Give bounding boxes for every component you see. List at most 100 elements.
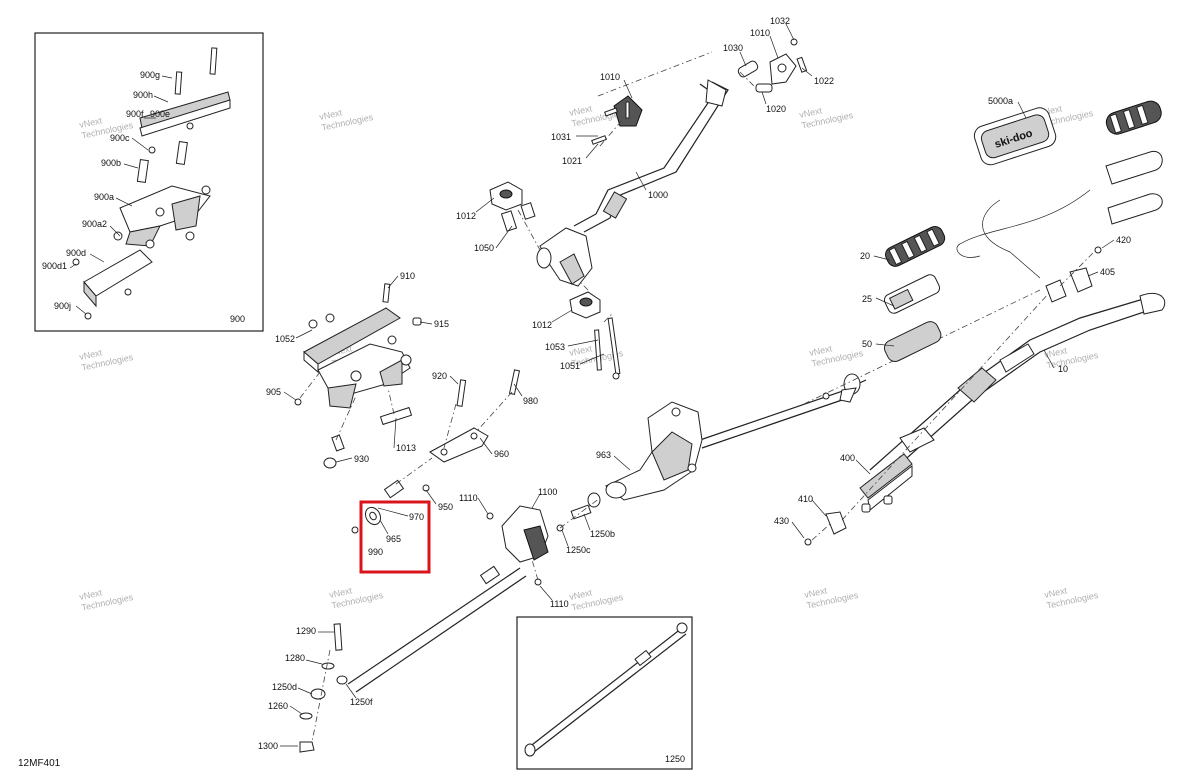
part-label: 1031 [551,132,571,142]
inset-1250-parts [524,622,688,757]
bolts-and-plate-960 [383,369,521,499]
part-label: 963 [596,450,611,460]
svg-text:vNext: vNext [78,587,103,602]
part-label: 1110 [459,493,478,503]
part-label: 410 [798,494,813,504]
part-label: 1300 [258,741,278,751]
svg-text:vNext: vNext [318,107,343,122]
part-label: 900f [126,109,144,119]
part-label: 915 [434,319,449,329]
part-label: 1010 [600,72,620,82]
part-label: 950 [438,502,453,512]
part-label: 900j [54,301,71,311]
part-label: 1280 [285,653,305,663]
part-label: 900h [133,90,153,100]
part-label: 905 [266,387,281,397]
inset-900-parts [72,47,231,320]
part-label: 910 [400,271,415,281]
inset-box-900 [34,32,264,332]
part-labels: 900g 900h 900f 900e 900c 900b 900a 900a2… [18,16,1131,769]
part-label: 965 [386,534,401,544]
part-label: 20 [860,251,870,261]
part-label: 1110 [550,599,569,609]
part-label: 990 [368,547,383,557]
svg-text:vNext: vNext [798,105,823,120]
part-label: 900c [110,133,130,143]
part-label: 1100 [538,487,557,497]
part-label: 900g [140,70,160,80]
support-bracket-963 [605,401,703,501]
svg-text:vNext: vNext [568,103,593,118]
part-label: 900a [94,192,114,202]
part-label: 900b [101,158,121,168]
part-label: 900a2 [82,219,107,229]
part-label: 430 [774,516,789,526]
part-label: 1250f [350,697,373,707]
highlighted-parts [351,506,409,535]
part-label: 960 [494,449,509,459]
part-label: 1053 [545,342,565,352]
part-label: 10 [1058,364,1068,374]
part-label: 405 [1100,267,1115,277]
inset-box-1250 [516,616,693,770]
part-label: 1032 [770,16,790,26]
svg-text:vNext: vNext [1043,345,1068,360]
handlebar-assembly [699,246,1166,546]
part-label: 1030 [723,43,743,53]
diagram-code: 12MF401 [18,758,61,769]
part-label: 1013 [396,443,416,453]
part-label: 1290 [296,626,316,636]
inset-label-1250: 1250 [665,754,685,764]
part-label: 980 [523,396,538,406]
svg-text:vNext: vNext [803,585,828,600]
part-label: 1010 [750,28,770,38]
part-label: 930 [354,454,369,464]
part-label: 25 [862,294,872,304]
inset-label-900: 900 [230,314,245,324]
part-label: 1000 [648,190,668,200]
part-label: 1012 [456,211,476,221]
part-label: 420 [1116,235,1131,245]
part-label: 1050 [474,243,494,253]
svg-text:vNext: vNext [78,347,103,362]
highlight-box [359,500,431,574]
part-label: 50 [862,339,872,349]
part-label: 1051 [560,361,580,371]
part-label: 1250c [566,545,591,555]
leader-lines [280,23,1115,747]
grip-assembly: ski-doo [883,100,1163,362]
svg-text:vNext: vNext [1043,585,1068,600]
part-label: 1250d [272,682,297,692]
part-label: 400 [840,453,855,463]
part-label: 5000a [988,96,1013,106]
steering-column-assembly [489,38,808,380]
steering-bracket-assembly [294,283,422,469]
steering-arm-1100 [486,492,601,586]
part-label: 900d [66,248,86,258]
part-label: 1250b [590,529,615,539]
part-label: 900e [150,109,170,119]
part-label: 1022 [814,76,834,86]
part-label: 1260 [268,701,288,711]
part-label: 1012 [532,320,552,330]
part-label: 1020 [766,104,786,114]
part-label: 1021 [562,156,582,166]
svg-text:vNext: vNext [568,587,593,602]
inset-900-leaders [69,75,173,315]
svg-text:vNext: vNext [808,343,833,358]
part-label: 920 [432,371,447,381]
part-label: 900d1 [42,261,67,271]
part-label: 1052 [275,334,295,344]
